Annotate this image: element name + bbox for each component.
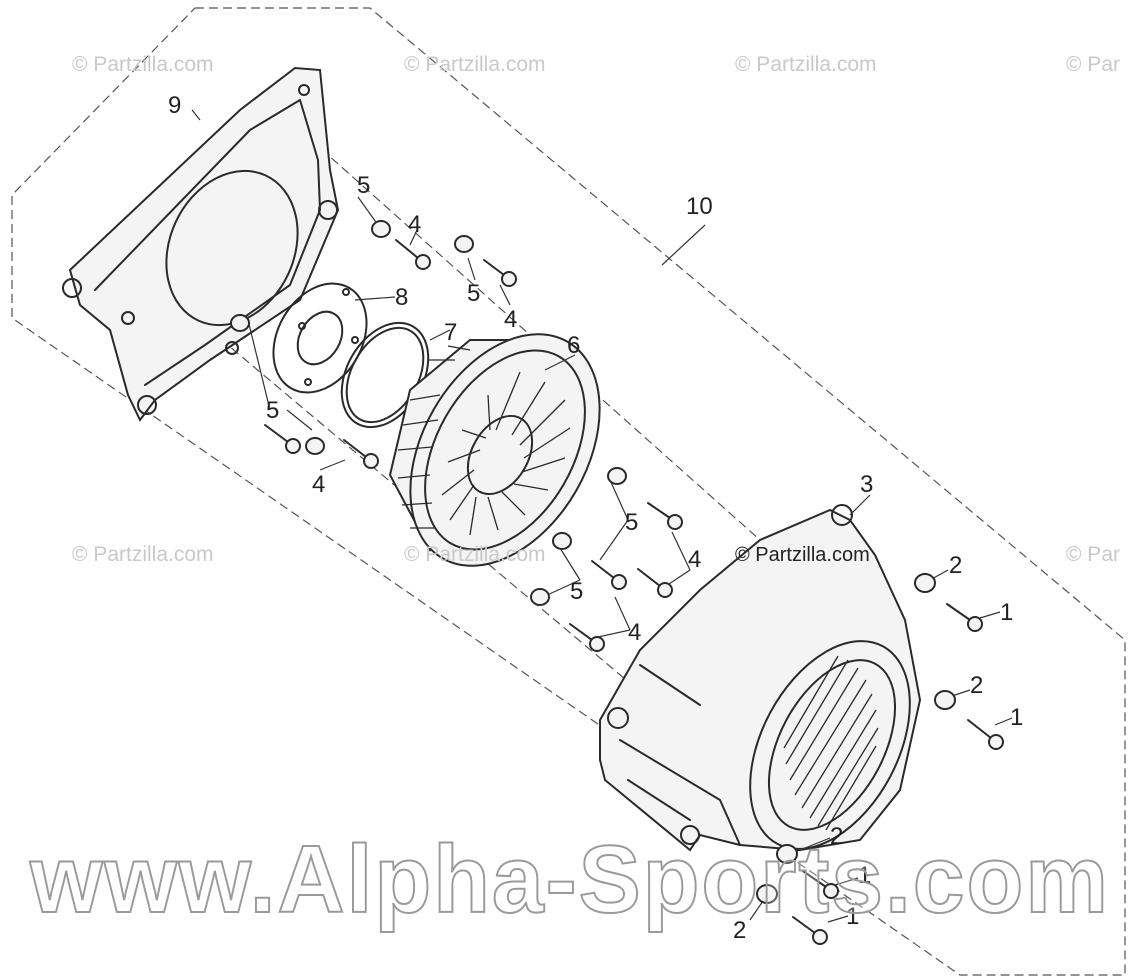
callout-4: 4 <box>628 619 641 646</box>
bolt-icon <box>591 560 627 590</box>
callout-2: 2 <box>949 552 962 579</box>
callout-3: 3 <box>860 471 873 498</box>
collar-icon <box>371 220 391 238</box>
callout-9: 9 <box>168 92 181 119</box>
callout-1: 1 <box>846 903 859 930</box>
leader-part-10 <box>661 224 706 266</box>
bolt-icon <box>343 439 379 469</box>
watermark-partzilla: © Partzilla.com <box>72 543 214 566</box>
callout-8: 8 <box>395 284 408 311</box>
watermark-partzilla-edge: © Par <box>1066 53 1120 76</box>
watermark-partzilla: © Partzilla.com <box>404 543 546 566</box>
bolt-icon <box>647 502 683 530</box>
watermark-partzilla: © Partzilla.com <box>404 53 546 76</box>
callout-2: 2 <box>733 917 746 944</box>
collar-icon <box>756 884 778 904</box>
bolt-icon <box>792 916 828 945</box>
bolt-icon <box>637 568 673 598</box>
cooling-fan-part-6 <box>388 333 601 567</box>
collar-icon <box>530 588 550 606</box>
assembly-boundary-dashed <box>11 7 1126 976</box>
watermark-alpha-sports: www.Alpha-Sports.com <box>29 826 1110 933</box>
gasket-plate-part-9 <box>62 66 340 422</box>
callout-7: 7 <box>444 319 457 346</box>
bolt-icon <box>946 603 983 632</box>
callout-5: 5 <box>570 578 583 605</box>
callout-5: 5 <box>625 509 638 536</box>
callout-5: 5 <box>357 172 370 199</box>
fan-cover-part-3 <box>599 504 922 852</box>
callout-2: 2 <box>970 672 983 699</box>
collar-icon <box>607 467 627 485</box>
callout-10: 10 <box>686 193 713 220</box>
watermark-partzilla-edge: © Par <box>1066 543 1120 566</box>
callout-6: 6 <box>567 332 580 359</box>
bolt-icon <box>802 870 839 899</box>
collar-icon <box>305 437 325 455</box>
collar-icon <box>914 573 936 593</box>
collar-icon <box>454 235 474 253</box>
callout-4: 4 <box>504 306 517 333</box>
callout-2: 2 <box>830 823 843 850</box>
watermark-partzilla-dark: © Partzilla.com <box>735 544 870 566</box>
callout-4: 4 <box>408 211 421 238</box>
collars-part-5 <box>230 220 627 606</box>
collars-part-2 <box>756 573 956 904</box>
bolt-icon <box>569 623 605 652</box>
callout-labels: 9 10 5 4 5 4 8 7 6 5 4 3 5 4 5 4 2 1 2 1… <box>168 92 1023 944</box>
callout-4: 4 <box>688 546 701 573</box>
collar-icon <box>934 690 956 710</box>
callout-5: 5 <box>266 397 279 424</box>
callout-1: 1 <box>858 862 871 889</box>
collar-icon <box>552 532 572 550</box>
watermark-partzilla: © Partzilla.com <box>72 53 214 76</box>
bolt-icon <box>395 239 431 270</box>
callout-4: 4 <box>312 471 325 498</box>
bolt-icon <box>967 719 1004 750</box>
bolts <box>264 239 1004 945</box>
partzilla-watermarks: © Partzilla.com © Partzilla.com © Partzi… <box>72 53 1120 566</box>
bolt-icon <box>483 259 517 287</box>
collar-icon <box>776 844 798 864</box>
callout-1: 1 <box>1000 599 1013 626</box>
callout-1: 1 <box>1010 704 1023 731</box>
callout-5: 5 <box>467 280 480 307</box>
collar-icon <box>230 314 250 332</box>
bolt-icon <box>264 424 301 454</box>
watermark-partzilla: © Partzilla.com <box>735 53 877 76</box>
leader-lines <box>191 109 1013 923</box>
